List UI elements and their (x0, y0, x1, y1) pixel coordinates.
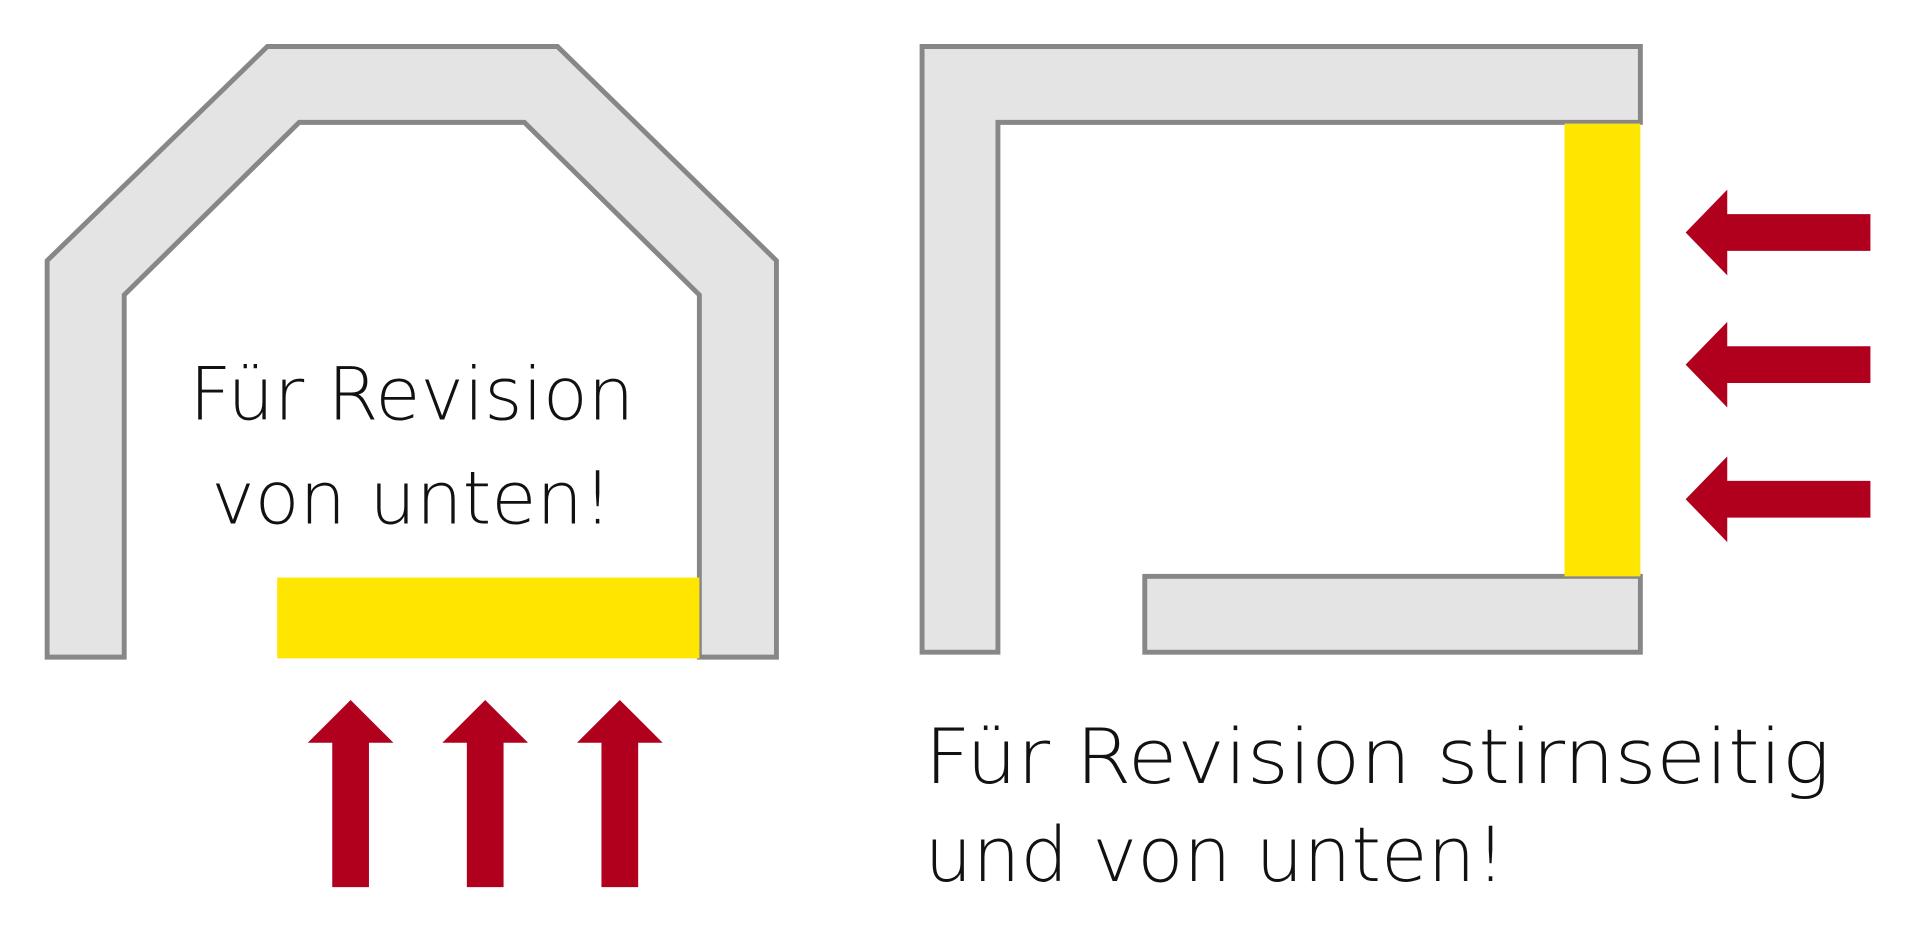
left-revision-opening (277, 577, 700, 659)
left-caption-line1: Für Revision (189, 353, 634, 438)
right-housing (919, 44, 1643, 655)
right-caption-line2: und von unten! (925, 811, 1506, 899)
right-caption-line1: Für Revision stirnseitig (925, 713, 1831, 801)
arrow-up-icon (307, 699, 394, 888)
right-bottom-bar (1142, 573, 1643, 655)
right-revision-opening (1564, 123, 1641, 577)
arrow-left-icon (1685, 321, 1871, 408)
arrow-left-icon (1685, 456, 1871, 543)
arrow-up-icon (442, 699, 529, 888)
left-diagram: Für Revision von unten! (44, 44, 779, 888)
arrow-up-icon (576, 699, 663, 888)
arrow-left-icon (1685, 189, 1871, 276)
right-diagram: Für Revision stirnseitig und von unten! (919, 44, 1871, 899)
left-caption-line2: von unten! (211, 457, 612, 542)
